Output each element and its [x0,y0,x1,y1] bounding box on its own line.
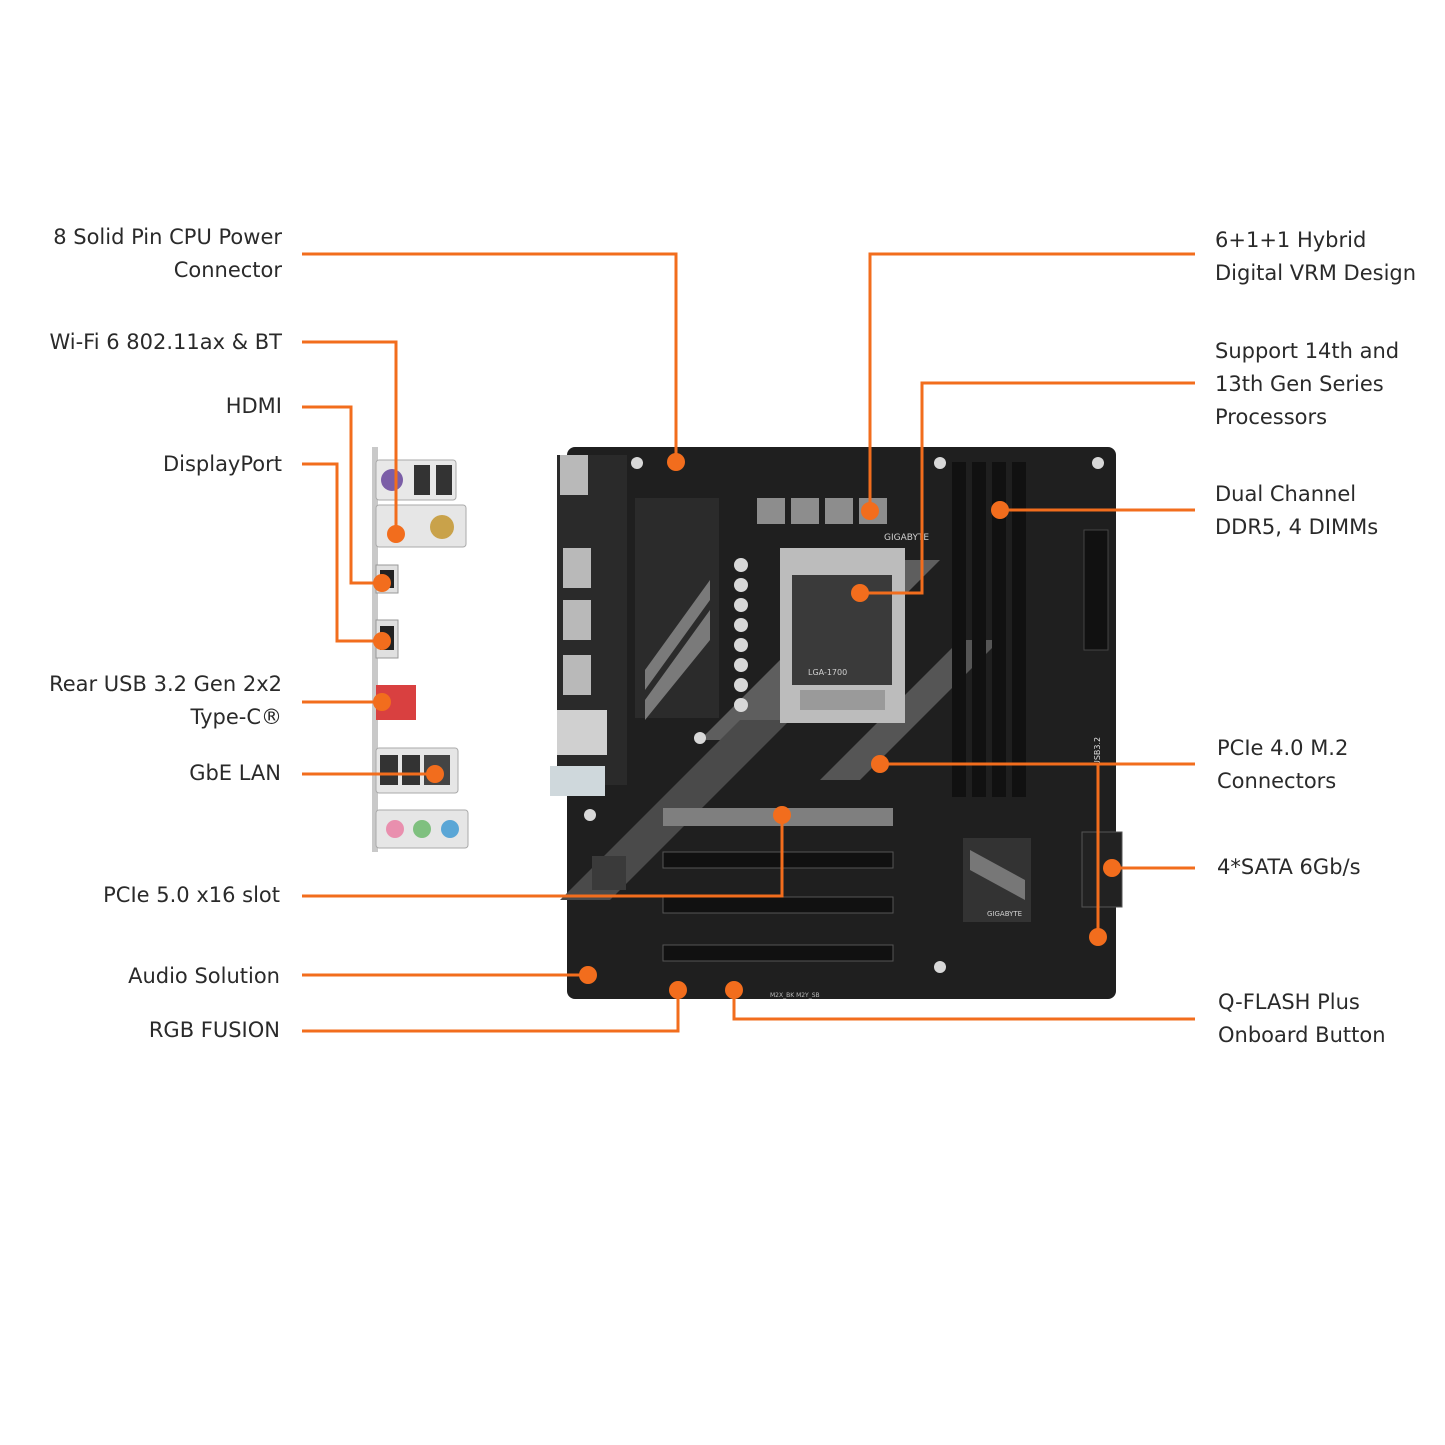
label-m2: PCIe 4.0 M.2 Connectors [1217,732,1348,798]
callout-line-cpu-support [860,381,1195,595]
board-socket-text: LGA-1700 [808,668,847,677]
label-pcie5-line1: PCIe 5.0 x16 slot [103,883,280,907]
label-cpu-power-line1: 8 Solid Pin CPU Power [53,225,282,249]
label-cpu-support-line3: Processors [1215,405,1328,429]
callout-dot-m2-second [1089,928,1107,946]
label-qflash-line2: Onboard Button [1218,1023,1386,1047]
callout-dot-cpu-power [667,453,685,471]
label-cpu-power-line2: Connector [173,258,282,282]
callout-line-displayport [302,462,382,643]
label-displayport-line1: DisplayPort [162,452,282,476]
callout-line-wifi [302,340,398,534]
board-m2-text: M2X_BK M2Y_SB [770,992,820,999]
callout-line-hdmi [302,405,382,585]
callout-dot-memory [991,501,1009,519]
callout-dot-vrm [861,502,879,520]
label-displayport: DisplayPort [163,448,282,481]
callout-dot-pcie5 [773,806,791,824]
label-wifi-line1: Wi-Fi 6 802.11ax & BT [49,330,282,354]
label-m2-line2: Connectors [1217,769,1337,793]
label-hdmi-line1: HDMI [225,394,282,418]
label-rear-usb: Rear USB 3.2 Gen 2x2 Type-C® [49,668,282,734]
callout-dot-rgb [669,981,687,999]
board-chipset-brand-text: GIGABYTE [987,910,1022,918]
label-sata: 4*SATA 6Gb/s [1217,851,1361,884]
board-usb-text: USB3.2 [1093,737,1102,766]
label-cpu-support: Support 14th and 13th Gen Series Process… [1215,335,1399,434]
callout-line-vrm [868,252,1195,511]
callout-dot-displayport [373,632,391,650]
motherboard [550,447,1123,999]
io-shield [372,447,469,852]
label-rear-usb-line2: Type-C® [190,705,282,729]
label-memory-line1: Dual Channel [1215,482,1357,506]
label-rear-usb-line1: Rear USB 3.2 Gen 2x2 [49,672,282,696]
label-audio: Audio Solution [128,960,280,993]
label-rgb: RGB FUSION [149,1014,280,1047]
label-hdmi: HDMI [226,390,282,423]
label-pcie5: PCIe 5.0 x16 slot [103,879,280,912]
callout-dot-cpu-support [851,584,869,602]
board-brand-text: GIGABYTE [884,533,929,543]
callout-dot-m2 [871,755,889,773]
label-cpu-support-line1: Support 14th and [1215,339,1400,363]
label-vrm-line1: 6+1+1 Hybrid [1215,228,1367,252]
label-qflash-line1: Q-FLASH Plus [1218,990,1360,1014]
callout-line-cpu-power [302,252,678,462]
label-m2-line1: PCIe 4.0 M.2 [1217,736,1349,760]
callout-dot-sata [1103,859,1121,877]
callout-dot-qflash [725,981,743,999]
callout-dot-audio [579,966,597,984]
callout-line-qflash [732,990,1195,1021]
label-lan-line1: GbE LAN [189,761,281,785]
label-vrm-line2: Digital VRM Design [1215,261,1417,285]
callout-dot-lan [426,765,444,783]
label-cpu-power: 8 Solid Pin CPU Power Connector [53,221,282,287]
callout-dot-wifi [387,525,405,543]
callout-dot-rear-usb [373,693,391,711]
label-qflash: Q-FLASH Plus Onboard Button [1218,986,1386,1052]
label-sata-line1: 4*SATA 6Gb/s [1217,855,1361,879]
callout-line-pcie5 [302,815,784,898]
label-cpu-support-line2: 13th Gen Series [1215,372,1384,396]
callout-dot-hdmi [373,574,391,592]
label-vrm: 6+1+1 Hybrid Digital VRM Design [1215,224,1416,290]
label-lan: GbE LAN [189,757,281,790]
label-memory: Dual Channel DDR5, 4 DIMMs [1215,478,1378,544]
label-memory-line2: DDR5, 4 DIMMs [1215,515,1379,539]
label-rgb-line1: RGB FUSION [148,1018,280,1042]
callout-line-rgb [302,990,680,1033]
label-wifi: Wi-Fi 6 802.11ax & BT [49,326,282,359]
label-audio-line1: Audio Solution [128,964,280,988]
